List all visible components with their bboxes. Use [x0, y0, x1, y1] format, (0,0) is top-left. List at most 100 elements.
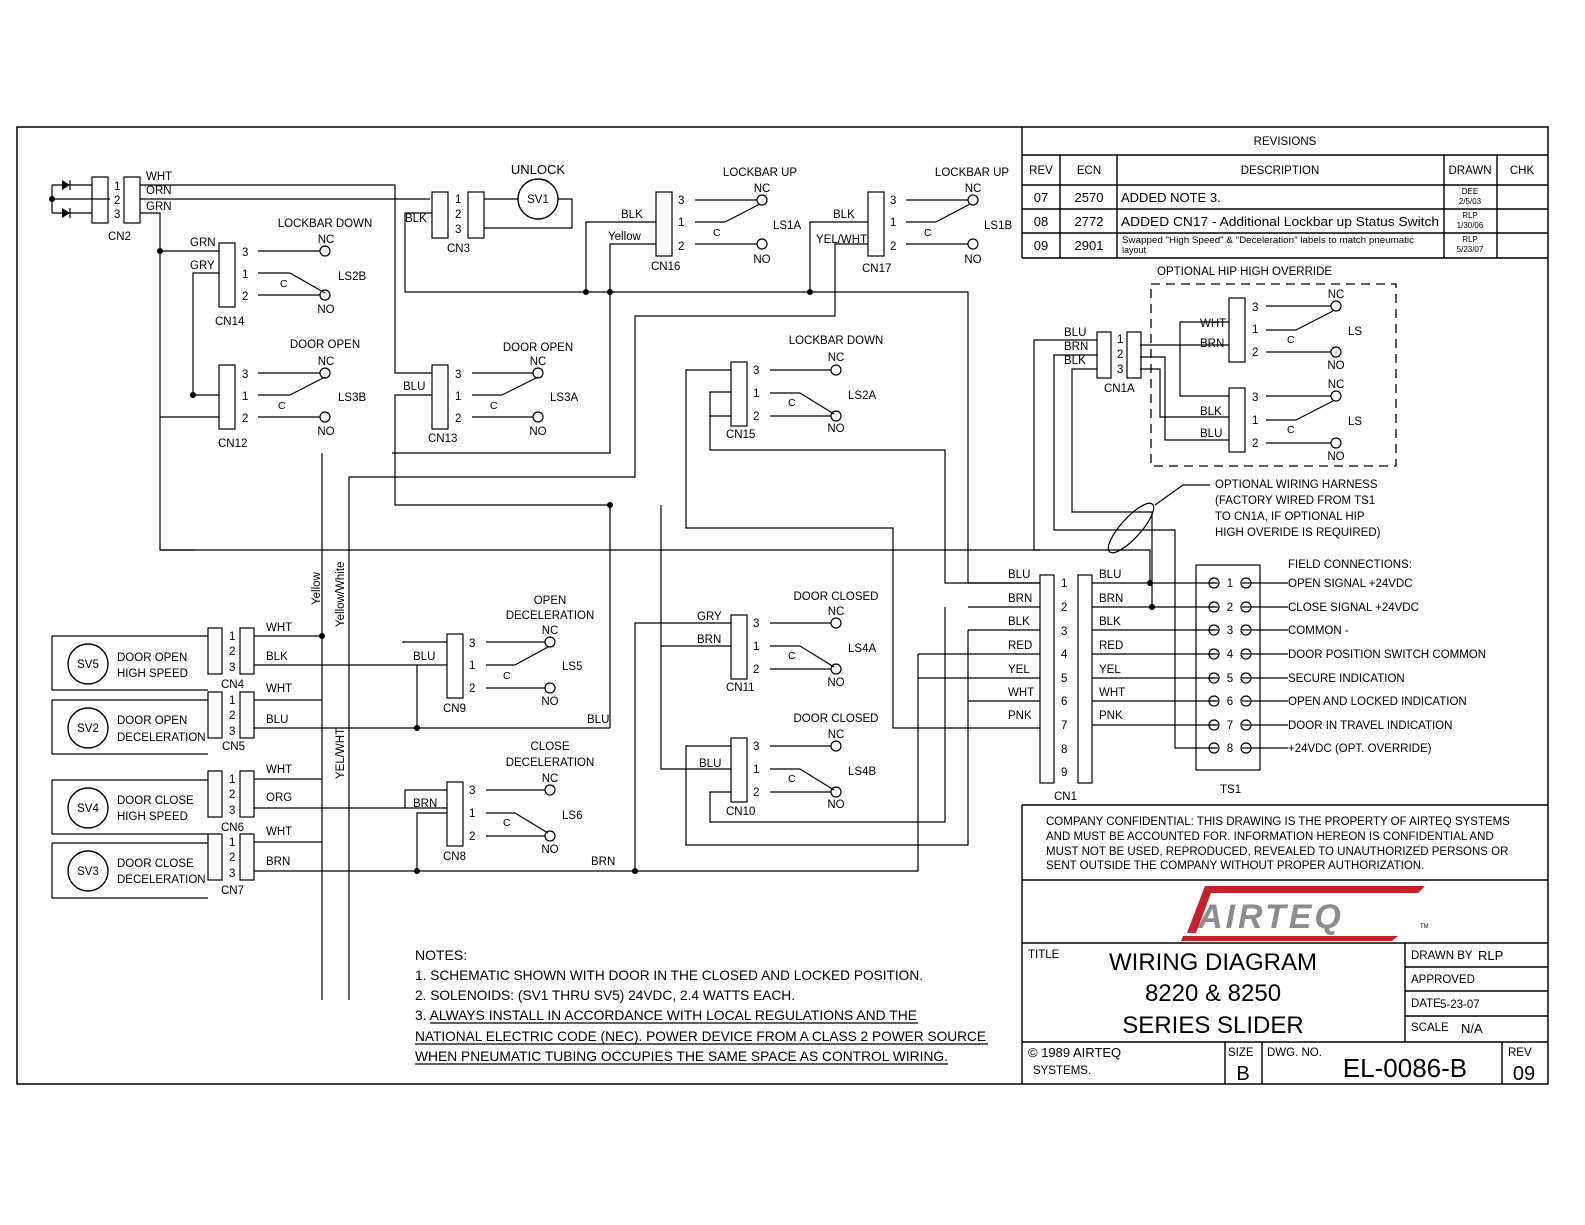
- limit-switch-ls2b: LOCKBAR DOWN NC C NO LS2B: [258, 218, 372, 316]
- switch-title: LOCKBAR DOWN: [789, 335, 884, 347]
- title-block: COMPANY CONFIDENTIAL: THIS DRAWING IS TH…: [1021, 804, 1548, 1085]
- copyright-line: SYSTEMS.: [1033, 1065, 1091, 1077]
- limit-switch-ls3a: DOOR OPEN NC C NO LS3A: [472, 342, 578, 438]
- switch-label: LS4A: [848, 643, 876, 655]
- rev-07: 07: [1034, 190, 1048, 205]
- pin-label: 1: [229, 774, 235, 786]
- c-label: C: [788, 650, 796, 662]
- connector-label: CN15: [726, 429, 755, 441]
- ecn-2772: 2772: [1075, 214, 1104, 229]
- drawing-title: SERIES SLIDER: [1122, 1012, 1303, 1039]
- wire-label: BRN: [1008, 593, 1032, 605]
- pin-label: 3: [1252, 392, 1258, 404]
- solenoid-title: DECELERATION: [117, 874, 206, 886]
- note-line: 1. SCHEMATIC SHOWN WITH DOOR IN THE CLOS…: [415, 967, 923, 983]
- hip-override-box: OPTIONAL HIP HIGH OVERRIDE 3 1 2 3 1 2 W…: [1150, 266, 1397, 467]
- nc-label: NC: [828, 352, 845, 364]
- solenoid-title: HIGH SPEED: [117, 668, 188, 680]
- wire-label: GRY: [190, 260, 215, 272]
- switch-label: LS2B: [338, 271, 366, 283]
- connector-label: CN14: [215, 316, 245, 328]
- connector-cn8: 3 1 2 CN8 BRN: [413, 781, 475, 863]
- confidential-line: COMPANY CONFIDENTIAL: THIS DRAWING IS TH…: [1046, 816, 1510, 828]
- c-label: C: [503, 670, 511, 682]
- pin-label: 4: [1061, 649, 1068, 661]
- revision-drawn: DEE: [1462, 187, 1478, 196]
- connector-label: CN13: [428, 433, 457, 445]
- c-label: C: [788, 773, 796, 785]
- nc-label: NC: [828, 606, 845, 618]
- field-connections-title: FIELD CONNECTIONS:: [1288, 559, 1412, 571]
- rev-value: 09: [1513, 1063, 1535, 1085]
- hip-override-title: OPTIONAL HIP HIGH OVERRIDE: [1157, 266, 1332, 278]
- wire-label: BRN: [697, 634, 721, 646]
- solenoid-sv4: SV4 DOOR CLOSE HIGH SPEED: [51, 779, 208, 835]
- nc-label: NC: [542, 773, 559, 785]
- switch-label: LS1A: [773, 220, 801, 232]
- limit-switch-ls5: OPEN DECELERATION NC C NO LS5: [486, 595, 594, 708]
- connector-cn12: 3 1 2 CN12: [218, 364, 248, 450]
- pin-label: 2: [753, 664, 759, 676]
- note-line: (FACTORY WIRED FROM TS1: [1215, 495, 1375, 507]
- connector-cn10: 3 1 2 CN10 BLU: [699, 737, 759, 818]
- switch-label: LS4B: [848, 766, 876, 778]
- confidential-line: MUST NOT BE USED, REPRODUCED, REVEALED T…: [1046, 846, 1508, 858]
- field-connection-label: SECURE INDICATION: [1288, 673, 1405, 685]
- date-label: DATE: [1411, 998, 1441, 1010]
- revisions-block: REVISIONS REV ECN DESCRIPTION DRAWN CHK …: [1021, 127, 1548, 259]
- wire-label: WHT: [146, 171, 172, 183]
- pin-label: 1: [469, 660, 475, 672]
- wire-label: YEL: [1008, 664, 1030, 676]
- solenoid-title: DOOR CLOSE: [117, 858, 194, 870]
- pin-label: 1: [455, 194, 461, 206]
- pin-label: 1: [229, 631, 235, 643]
- wire-label: WHT: [266, 622, 292, 634]
- terminal-screw-icon: [1208, 695, 1220, 707]
- pin-label: 1: [1252, 415, 1258, 427]
- pin-label: 1: [1252, 324, 1258, 336]
- c-label: C: [788, 397, 796, 409]
- field-connection-label: OPEN AND LOCKED INDICATION: [1288, 696, 1467, 708]
- note-line: WHEN PNEUMATIC TUBING OCCUPIES THE SAME …: [415, 1048, 948, 1064]
- connector-label: CN9: [443, 703, 466, 715]
- connector-label: CN1: [1054, 791, 1077, 803]
- solenoid-sv5: SV5 DOOR OPEN HIGH SPEED: [51, 635, 208, 691]
- solenoid-label: SV1: [527, 194, 549, 206]
- solenoid-label: SV5: [77, 659, 99, 671]
- limit-switch-ls6: CLOSE DECELERATION NC C NO LS6: [486, 741, 594, 856]
- pin-label: 1: [678, 217, 684, 229]
- pin-label: 3: [469, 638, 475, 650]
- rev-header: REV: [1029, 165, 1053, 177]
- terminal-number: 3: [1227, 625, 1233, 637]
- connector-cn4: 1 2 3 CN4 WHT BLK: [207, 622, 292, 691]
- title-label: TITLE: [1028, 949, 1060, 961]
- pin-label: 1: [1061, 578, 1067, 590]
- scale-label: SCALE: [1411, 1022, 1449, 1034]
- terminal-block-ts1: TS1 FIELD CONNECTIONS:: [1195, 559, 1412, 796]
- pin-label: 8: [1061, 744, 1067, 756]
- wire-label: Yellow/White: [335, 562, 347, 627]
- wire-label: WHT: [1099, 687, 1125, 699]
- connector-label: CN11: [726, 682, 755, 694]
- notes-block: NOTES: 1. SCHEMATIC SHOWN WITH DOOR IN T…: [415, 947, 988, 1065]
- wire-label: RED: [1099, 640, 1123, 652]
- c-label: C: [1287, 424, 1295, 436]
- confidential-line: AND MUST BE ACCOUNTED FOR. INFORMATION H…: [1046, 831, 1494, 843]
- description-header: DESCRIPTION: [1241, 165, 1320, 177]
- terminal-screw-icon: [1208, 624, 1220, 636]
- solenoid-title: DOOR OPEN: [117, 652, 187, 664]
- pin-label: 2: [753, 787, 759, 799]
- wire-label: BLK: [1200, 406, 1222, 418]
- sheet-border: [16, 126, 1549, 1085]
- switch-title: DOOR OPEN: [290, 339, 360, 351]
- revision-date: 1/30/06: [1457, 221, 1484, 230]
- field-connection-label: CLOSE SIGNAL +24VDC: [1288, 602, 1419, 614]
- pin-label: 5: [1061, 673, 1067, 685]
- c-label: C: [503, 817, 511, 829]
- switch-label: LS: [1348, 416, 1362, 428]
- wire-label: RED: [1008, 640, 1032, 652]
- wire-label: PNK: [1099, 710, 1123, 722]
